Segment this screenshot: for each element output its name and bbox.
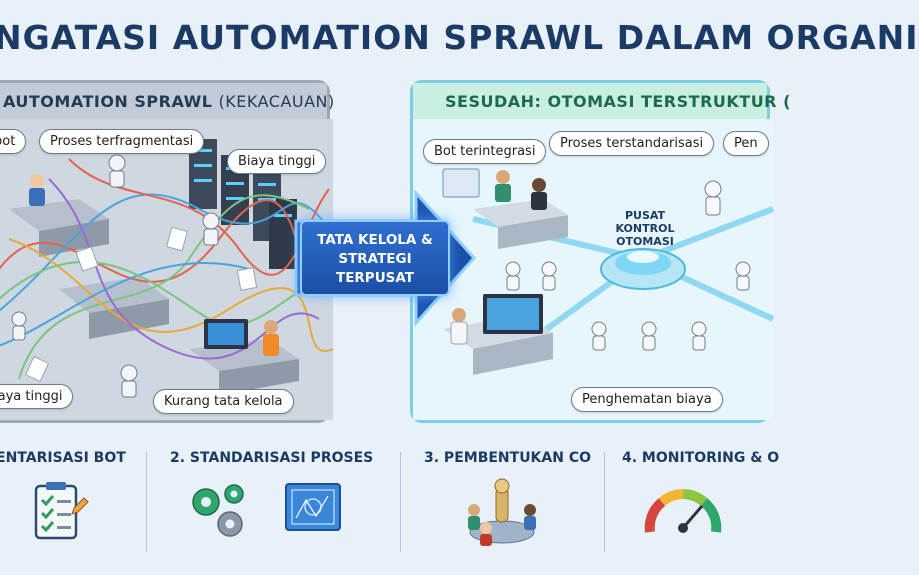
team-meeting-icon	[468, 478, 536, 546]
paper-icon	[24, 226, 258, 383]
bubble-bot: bot	[0, 129, 27, 154]
step-3: 3. PEMBENTUKAN CO	[424, 450, 591, 570]
bubble-high-cost: Biaya tinggi	[227, 149, 327, 174]
step-4: 4. MONITORING & O	[622, 450, 779, 570]
steps-row: ENTARISASI BOT 2. STANDARISASI PROSES	[0, 432, 779, 575]
gears-icon	[192, 484, 244, 537]
bubble-integrated-bot: Bot terintegrasi	[423, 139, 547, 164]
bubble-pen: Pen	[723, 131, 769, 156]
bubble-standardized: Proses terstandarisasi	[549, 131, 715, 156]
bubble-cost-savings: Penghematan biaya	[571, 387, 723, 412]
hub-icon	[600, 248, 686, 290]
step-2: 2. STANDARISASI PROSES	[170, 450, 374, 570]
bubble-high-cost-2: iaya tinggi	[0, 384, 74, 409]
left-heading-main: AUTOMATION SPRAWL	[3, 92, 213, 111]
hub-label-3: OTOMASI	[616, 235, 674, 248]
hub-label-1: PUSAT	[625, 209, 666, 222]
step-2-label: 2. STANDARISASI PROSES	[170, 450, 374, 466]
step-divider	[604, 452, 605, 552]
worker-icon	[450, 170, 547, 345]
step-3-label: 3. PEMBENTUKAN CO	[424, 450, 592, 466]
governance-label: TATA KELOLA & STRATEGI TERPUSAT	[300, 220, 450, 296]
left-panel-heading: AUTOMATION SPRAWL (KEKACAUAN)	[0, 83, 334, 119]
desk-icon	[9, 199, 299, 395]
step-divider	[146, 452, 147, 552]
chaos-scene: bot Proses terfragmentasi Biaya tinggi i…	[0, 119, 334, 420]
clipboard-checklist-icon	[34, 482, 89, 540]
arrow-line-1: TATA KELOLA &	[317, 232, 433, 248]
dashboard-icon	[442, 168, 480, 198]
bubble-lack-governance: Kurang tata kelola	[153, 389, 294, 414]
structured-scene: PUSAT KONTROL OTOMASI Bot terintegrasi P…	[413, 119, 775, 420]
page-title: NGATASI AUTOMATION SPRAWL DALAM ORGANI	[0, 18, 919, 57]
tangled-cables-icon	[0, 158, 334, 380]
arrow-line-2: STRATEGI	[338, 251, 412, 267]
left-heading-sub: (KEKACAUAN)	[218, 92, 335, 111]
robot-icon	[11, 154, 220, 398]
robot-icon	[505, 180, 751, 351]
right-panel-heading: SESUDAH: OTOMASI TERSTRUKTUR (	[413, 83, 790, 119]
arrow-line-3: TERPUSAT	[335, 270, 414, 286]
gauge-icon	[644, 489, 722, 533]
structured-illustration: PUSAT KONTROL OTOMASI	[413, 119, 775, 420]
bubble-fragmented: Proses terfragmentasi	[39, 129, 205, 154]
step-1: ENTARISASI BOT	[0, 450, 136, 570]
step-divider	[400, 452, 401, 552]
step-1-label: ENTARISASI BOT	[0, 450, 126, 466]
blueprint-icon	[285, 483, 341, 531]
right-panel-structured: SESUDAH: OTOMASI TERSTRUKTUR (	[410, 80, 790, 423]
worker-icon	[29, 174, 279, 356]
left-panel-sprawl: AUTOMATION SPRAWL (KEKACAUAN)	[0, 80, 334, 423]
hub-label-2: KONTROL	[616, 222, 675, 235]
step-4-label: 4. MONITORING & O	[622, 450, 780, 466]
